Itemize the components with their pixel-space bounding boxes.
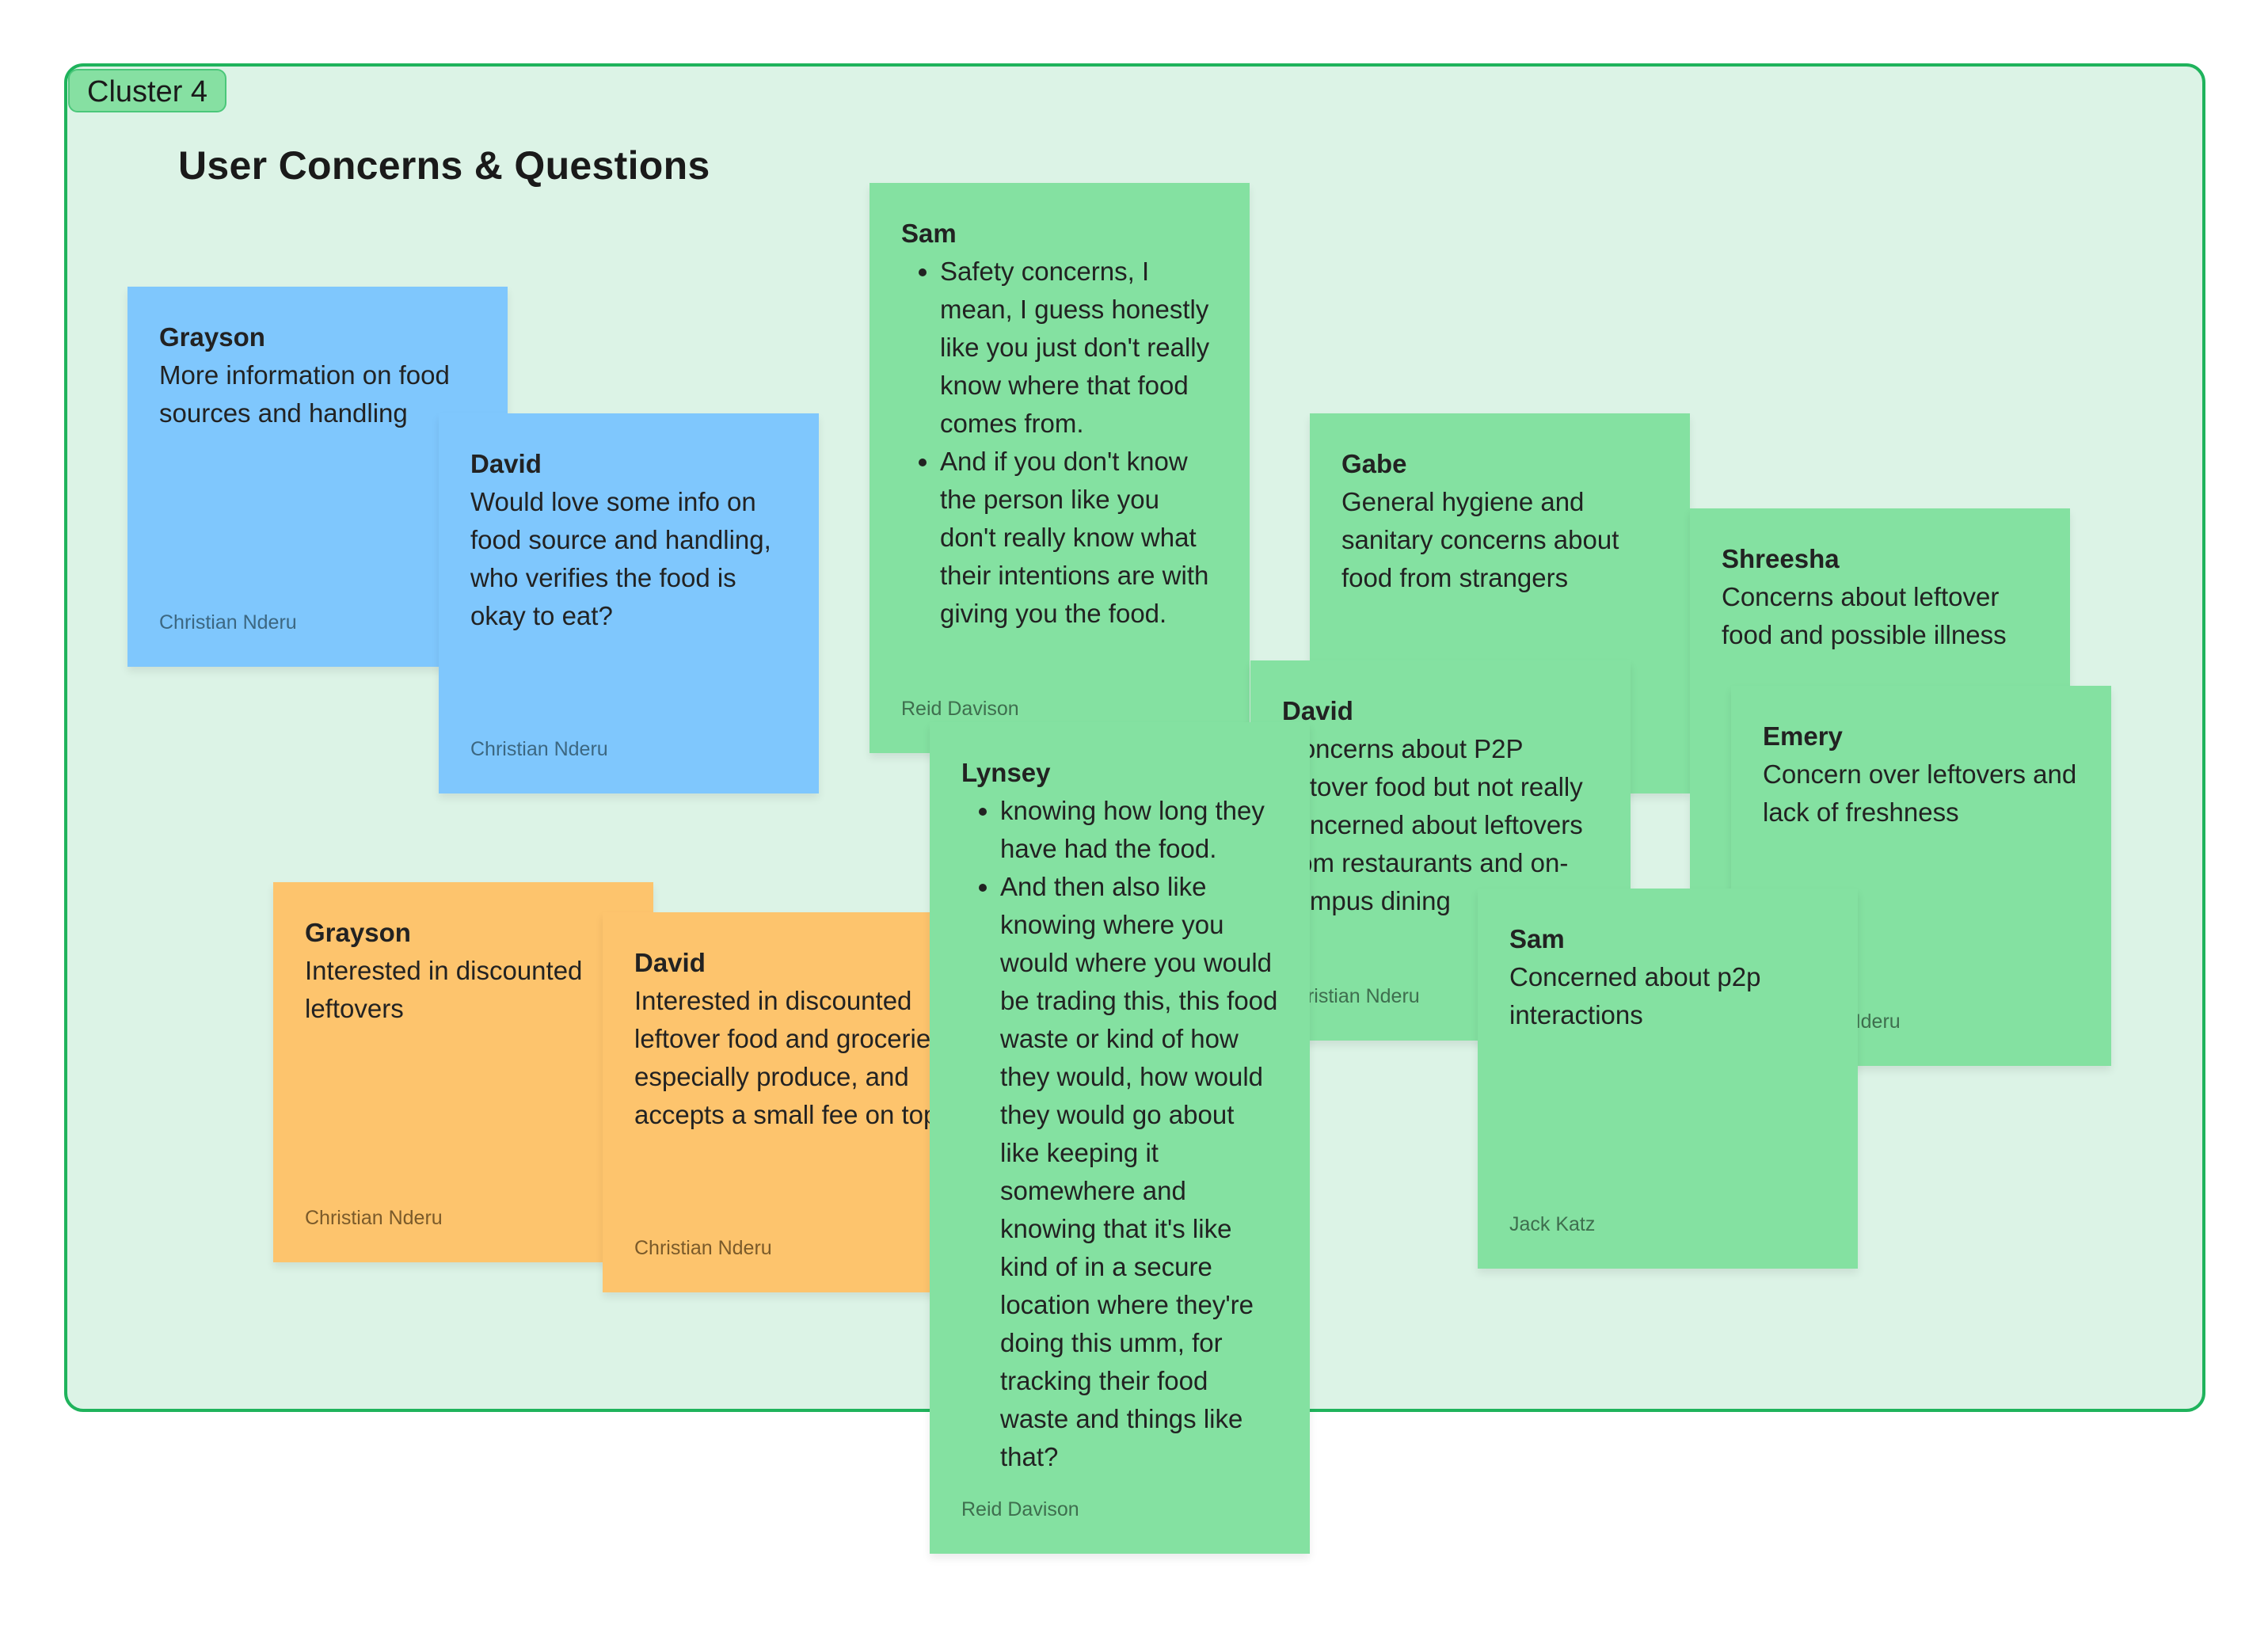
sticky-text: Interested in discounted leftovers	[305, 956, 583, 1023]
sticky-text: Concern over leftovers and lack of fresh…	[1763, 759, 2077, 827]
sticky-bullet: Safety concerns, I mean, I guess honestl…	[940, 253, 1218, 443]
sticky-text: Concerned about p2p interactions	[1509, 962, 1761, 1029]
sticky-creator: Christian Nderu	[159, 611, 297, 634]
sticky-bullet: knowing how long they have had the food.	[1000, 792, 1278, 868]
sticky-note[interactable]: Grayson Interested in discounted leftove…	[273, 882, 653, 1262]
sticky-author: Sam	[1509, 924, 1565, 953]
cluster-title: User Concerns & Questions	[178, 143, 710, 188]
sticky-bullet: And then also like knowing where you wou…	[1000, 868, 1278, 1476]
sticky-text: Concerns about P2P leftover food but not…	[1282, 734, 1583, 915]
sticky-creator: Reid Davison	[961, 1498, 1079, 1520]
sticky-text: Safety concerns, I mean, I guess honestl…	[901, 253, 1218, 633]
sticky-text: knowing how long they have had the food.…	[961, 792, 1278, 1476]
sticky-author: Gabe	[1341, 449, 1407, 478]
sticky-text: Would love some info on food source and …	[470, 487, 771, 630]
sticky-text: More information on food sources and han…	[159, 360, 450, 428]
sticky-text: Interested in discounted leftover food a…	[634, 986, 951, 1129]
sticky-creator: Christian Nderu	[305, 1207, 443, 1229]
sticky-author: Grayson	[305, 918, 411, 947]
sticky-author: Emery	[1763, 721, 1843, 751]
sticky-note[interactable]: Sam Safety concerns, I mean, I guess hon…	[870, 183, 1250, 753]
sticky-author: David	[634, 948, 706, 977]
sticky-text: Concerns about leftover food and possibl…	[1722, 582, 2007, 649]
sticky-bullet: And if you don't know the person like yo…	[940, 443, 1218, 633]
sticky-author: Grayson	[159, 322, 265, 352]
sticky-author: Sam	[901, 219, 957, 248]
sticky-note[interactable]: Lynsey knowing how long they have had th…	[930, 722, 1310, 1554]
cluster-label[interactable]: Cluster 4	[68, 69, 227, 112]
sticky-note[interactable]: Grayson More information on food sources…	[127, 287, 508, 667]
sticky-note[interactable]: David Interested in discounted leftover …	[603, 912, 983, 1292]
sticky-creator: Reid Davison	[901, 698, 1019, 720]
sticky-author: Lynsey	[961, 758, 1051, 787]
sticky-author: David	[470, 449, 542, 478]
sticky-creator: Christian Nderu	[634, 1237, 772, 1259]
sticky-note[interactable]: David Would love some info on food sourc…	[439, 413, 819, 793]
sticky-creator: Christian Nderu	[470, 738, 608, 760]
sticky-author: Shreesha	[1722, 544, 1840, 573]
sticky-author: David	[1282, 696, 1353, 725]
sticky-creator: Jack Katz	[1509, 1213, 1596, 1235]
sticky-note[interactable]: Sam Concerned about p2p interactions Jac…	[1478, 889, 1858, 1269]
sticky-text: General hygiene and sanitary concerns ab…	[1341, 487, 1619, 592]
